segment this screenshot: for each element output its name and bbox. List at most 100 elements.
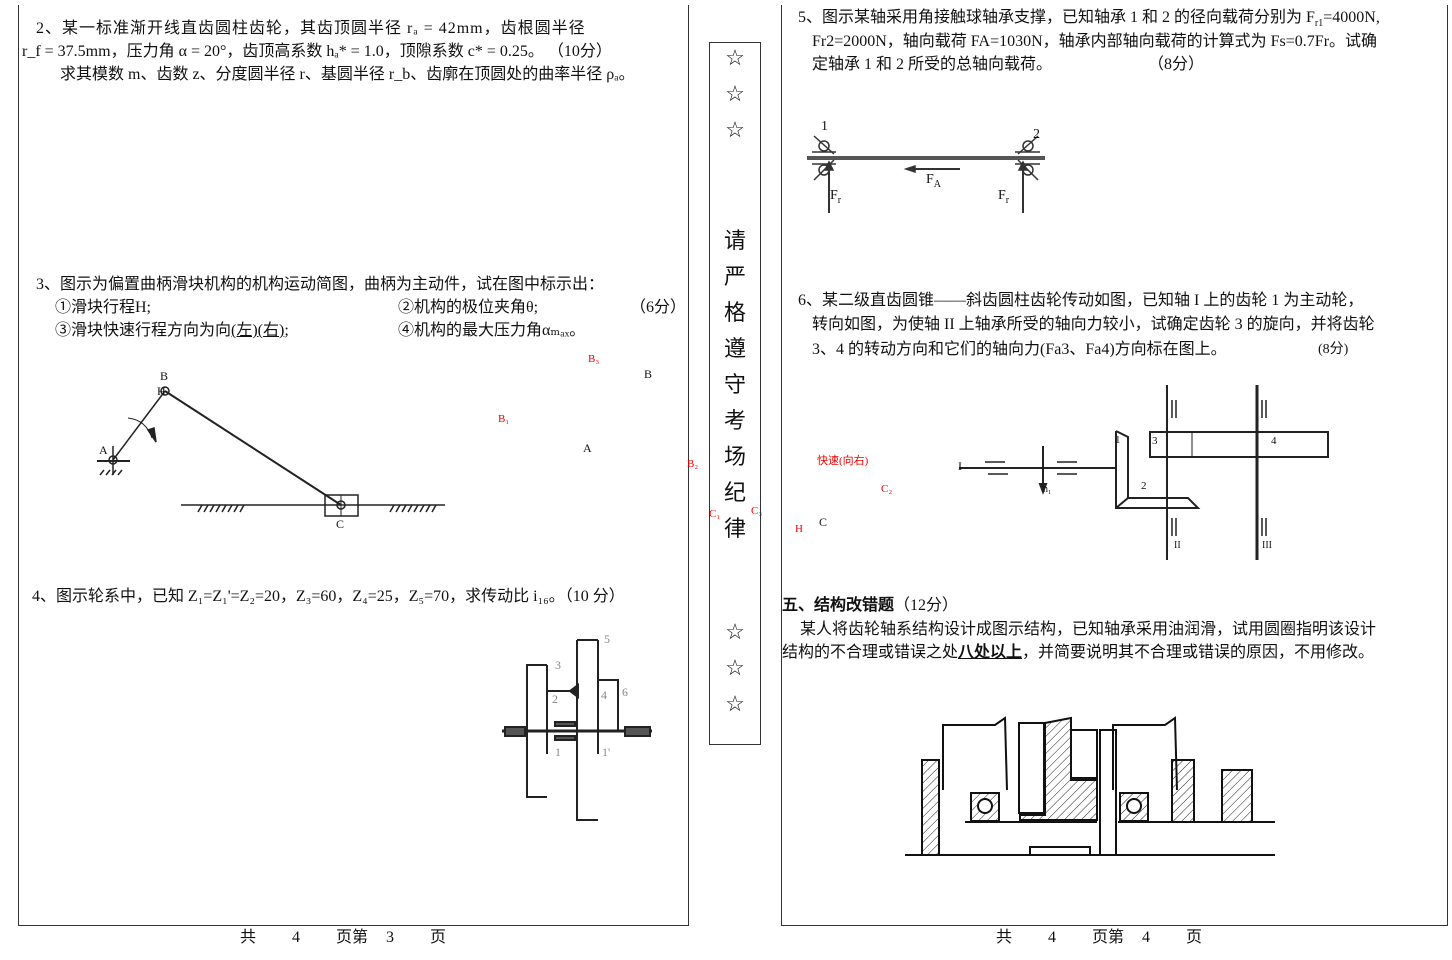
label-h: H <box>157 384 166 398</box>
footer-page: 4 <box>1142 929 1151 946</box>
shaft-1-label: I <box>958 459 962 473</box>
star-icon: ☆ <box>725 45 745 70</box>
gear-1-label: 1 <box>1115 434 1121 446</box>
q6-line1: 6、某二级直齿圆锥——斜齿圆柱齿轮传动如图，已知轴 I 上的齿轮 1 为主动轮， <box>798 292 1364 309</box>
q3-points: （6分） <box>630 299 687 316</box>
mark-c: C <box>819 515 828 529</box>
fr2-sub: r <box>1005 194 1010 206</box>
label-b: B <box>160 369 169 383</box>
fa-sub: A <box>933 178 942 190</box>
q5-line2: Fr2=2000N，轴向载荷 FA=1030N，轴承内部轴向载荷的计算式为 Fs… <box>812 33 1378 50</box>
gear-label-1prime: 1' <box>602 745 611 759</box>
gear-label-1: 1 <box>555 745 561 759</box>
section5-emphasis: 八处以上 <box>958 644 1023 661</box>
notice-char: 守 <box>723 372 746 397</box>
mark-b: B <box>644 367 653 381</box>
fa-text: F <box>926 172 934 187</box>
bearing-1-label: 1 <box>821 119 828 134</box>
notice-char: 格 <box>723 300 746 325</box>
gear-label-3: 3 <box>555 658 561 672</box>
footer-total: 4 <box>292 929 301 946</box>
footer-page-label: 页第 <box>1092 929 1125 946</box>
label-c: C <box>336 517 345 531</box>
notice-char: 考 <box>723 408 746 433</box>
q6-line2: 转向如图，为使轴 II 上轴承所受的轴向力较小，试确定齿轮 3 的旋向，并将齿轮 <box>812 316 1375 333</box>
section5-line2-prefix: 结构的不合理或错误之处 <box>782 644 959 661</box>
q4-text: 4、图示轮系中，已知 Z₁=Z₁'=Z₂=20，Z₃=60，Z₄=25，Z₅=7… <box>32 588 625 605</box>
q6-points: (8分) <box>1318 342 1349 357</box>
bearing-shaft-figure <box>807 135 1045 213</box>
q5-points: （8分） <box>1148 56 1205 73</box>
star-icon: ☆ <box>725 117 745 142</box>
section5-title-text: 五、结构改错题 <box>782 597 895 614</box>
mark-b3: B₃ <box>588 353 600 365</box>
mark-c2: C₂ <box>881 483 893 495</box>
left-footer: 共 4 页第 3 页 <box>240 927 446 949</box>
fr1-sub: r <box>837 194 842 206</box>
exam-discipline-strip: ☆ ☆ ☆ 请 严 格 遵 守 考 场 纪 律 ☆ ☆ ☆ <box>709 42 761 745</box>
mark-b1: B₁ <box>498 413 510 425</box>
q5-line1-text: 5、图示某轴采用角接触球轴承支撑，已知轴承 1 和 2 的径向载荷分别为 F <box>798 9 1315 26</box>
q3-item3-suffix: ; <box>284 322 289 339</box>
notice-char: 场 <box>723 444 746 469</box>
notice-char: 遵 <box>723 336 746 361</box>
left-page <box>18 5 689 926</box>
star-icon: ☆ <box>725 655 745 680</box>
footer-page-suffix: 页 <box>1186 929 1203 946</box>
gear-label-5: 5 <box>604 632 610 646</box>
shaft-3-label: III <box>1262 540 1272 551</box>
footer-page-suffix: 页 <box>430 929 447 946</box>
footer-total-label: 共 <box>996 929 1013 946</box>
fr1-label: Fr <box>830 188 841 206</box>
shaft-2-label: II <box>1174 540 1181 551</box>
q5-line1: 5、图示某轴采用角接触球轴承支撑，已知轴承 1 和 2 的径向载荷分别为 Fr1… <box>798 7 1380 35</box>
section5-line1: 某人将齿轮轴系结构设计成图示结构，已知轴承采用油润滑，试用圆圈指明该设计 <box>800 621 1377 638</box>
q3-item2: ②机构的极位夹角θ; <box>398 299 539 316</box>
footer-page-label: 页第 <box>336 929 369 946</box>
crank-slider-figure <box>97 386 445 517</box>
notice-char: 纪 <box>723 480 746 505</box>
mark-fast: 快速(向右) <box>817 455 869 467</box>
fr1-text: F <box>830 188 838 203</box>
mark-c3: C₃ <box>751 505 763 517</box>
section5-points: （12分） <box>894 597 959 614</box>
right-page <box>781 5 1448 926</box>
fr2-text: F <box>998 188 1006 203</box>
star-icon: ☆ <box>725 691 745 716</box>
gear-label-6: 6 <box>622 685 628 699</box>
q5-line1-end: =4000N, <box>1323 9 1380 26</box>
mark-b2: B₂ <box>687 458 699 470</box>
q2-line3: 求其模数 m、齿数 z、分度圆半径 r、基圆半径 r_b、齿廓在顶圆处的曲率半径… <box>60 66 635 83</box>
q6-line3: 3、4 的转动方向和它们的轴向力(Fa3、Fa4)方向标在图上。 <box>812 341 1227 358</box>
q3-item4: ④机构的最大压力角αₘₐₓ。 <box>398 322 586 339</box>
mark-c1: C₁ <box>709 508 721 520</box>
q2-line2: r_f = 37.5mm，压力角 α = 20°，齿顶高系数 hₐ* = 1.0… <box>22 43 612 60</box>
q5-line3: 定轴承 1 和 2 所受的总轴向载荷。 <box>812 56 1053 73</box>
q5-line1-sub: r1 <box>1314 18 1324 30</box>
star-icon: ☆ <box>725 81 745 106</box>
q3-line1: 3、图示为偏置曲柄滑块机构的机构运动简图，曲柄为主动件，试在图中标示出： <box>36 276 605 293</box>
right-footer: 共 4 页第 4 页 <box>996 927 1202 949</box>
star-icon: ☆ <box>725 619 745 644</box>
gear-shaft-structure-figure <box>905 716 1275 856</box>
gear-4-label: 4 <box>1271 435 1277 447</box>
label-a: A <box>99 443 108 457</box>
mark-h: H <box>795 523 803 535</box>
gear-3-label: 3 <box>1152 435 1158 447</box>
bevel-helical-gear-figure <box>959 385 1329 560</box>
notice-char: 律 <box>723 516 746 541</box>
section5-line2: 结构的不合理或错误之处八处以上，并简要说明其不合理或错误的原因，不用修改。 <box>782 642 1374 664</box>
notice-char: 严 <box>723 264 746 289</box>
q3-item1: ①滑块行程H; <box>55 299 152 316</box>
section5-line2-suffix: ，并简要说明其不合理或错误的原因，不用修改。 <box>1022 644 1375 661</box>
gear-2-label: 2 <box>1141 480 1147 492</box>
mark-a: A <box>583 441 592 455</box>
q3-item3: ③滑块快速行程方向为向(左)(右); <box>55 320 289 342</box>
gear-train-figure <box>502 639 652 821</box>
q3-item3-choice: (左)(右) <box>231 322 285 339</box>
notice-char: 请 <box>723 228 746 253</box>
fr2-label: Fr <box>998 188 1009 206</box>
section5-title: 五、结构改错题（12分） <box>782 595 958 617</box>
q2-line1: 2、某一标准渐开线直齿圆柱齿轮，其齿顶圆半径 rₐ = 42mm，齿根圆半径 <box>36 20 586 37</box>
n1-label: n₁ <box>1043 484 1052 495</box>
